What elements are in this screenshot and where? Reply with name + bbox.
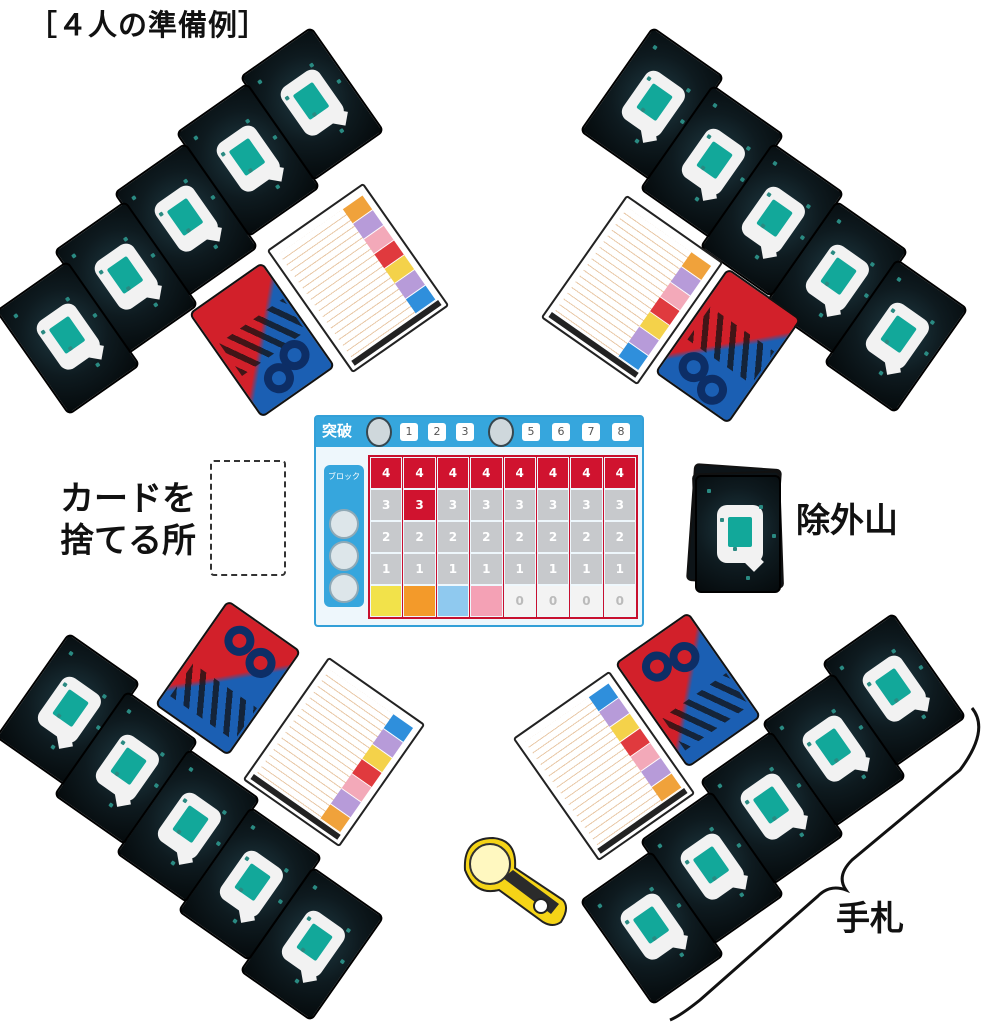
level-cell[interactable]: 2: [437, 522, 469, 552]
flashlight-icon[interactable]: [455, 830, 570, 930]
block-label: ブロック: [328, 472, 360, 481]
level-cell[interactable]: 2: [537, 522, 569, 552]
q-logo-icon: [212, 121, 284, 196]
board-title: 突破: [322, 422, 353, 440]
level-cell[interactable]: 4: [537, 458, 569, 488]
hand-label: 手札: [836, 899, 904, 939]
track-number: 2: [428, 423, 446, 441]
level-cell[interactable]: 1: [437, 554, 469, 584]
level-cell[interactable]: 4: [571, 458, 602, 488]
level-cell[interactable]: 3: [604, 490, 635, 520]
base-cell[interactable]: [371, 586, 402, 616]
track-number: 8: [612, 423, 630, 441]
hand-brace: [669, 707, 981, 1022]
board-header: 突破 1 2 3 5 6 7 8: [316, 417, 642, 447]
level-cell[interactable]: 1: [537, 554, 569, 584]
q-logo-icon: [215, 846, 287, 921]
q-logo-icon: [801, 240, 873, 315]
level-cell[interactable]: 4: [437, 458, 469, 488]
removed-pile-label: 除外山: [796, 501, 898, 541]
robot-icon: [488, 417, 514, 447]
discard-label-line1: カードを: [60, 479, 196, 519]
track-number: 6: [552, 423, 570, 441]
page-title: ［４人の準備例］: [28, 8, 269, 42]
level-cell[interactable]: 1: [571, 554, 602, 584]
base-cell[interactable]: [404, 586, 435, 616]
level-cell[interactable]: 3: [504, 490, 535, 520]
level-cell[interactable]: 1: [604, 554, 635, 584]
level-cell[interactable]: 4: [604, 458, 635, 488]
track-number: 5: [522, 423, 540, 441]
q-logo-icon: [276, 65, 348, 140]
removed-card[interactable]: [695, 475, 781, 593]
level-cell[interactable]: 2: [371, 522, 402, 552]
level-cell[interactable]: 2: [404, 522, 435, 552]
block-token[interactable]: [329, 573, 359, 603]
base-cell[interactable]: [437, 586, 469, 616]
level-cell[interactable]: 3: [404, 490, 435, 520]
level-cell[interactable]: 3: [437, 490, 469, 520]
level-cell[interactable]: 4: [471, 458, 502, 488]
block-token[interactable]: [329, 541, 359, 571]
discard-label: カードを 捨てる所: [60, 478, 196, 562]
track-number: 1: [400, 423, 418, 441]
level-cell[interactable]: 1: [404, 554, 435, 584]
robot-icon: [366, 417, 392, 447]
level-cell[interactable]: 1: [504, 554, 535, 584]
base-cell[interactable]: 0: [504, 586, 535, 616]
q-logo-icon: [717, 505, 763, 563]
q-logo-icon: [861, 298, 933, 373]
q-logo-icon: [150, 181, 222, 256]
track-number: 7: [582, 423, 600, 441]
q-logo-icon: [90, 239, 162, 314]
level-cell[interactable]: 3: [471, 490, 502, 520]
q-logo-icon: [617, 66, 689, 141]
block-panel: ブロック: [324, 465, 364, 607]
level-cell[interactable]: 3: [371, 490, 402, 520]
base-cell[interactable]: 0: [537, 586, 569, 616]
level-cell[interactable]: 2: [571, 522, 602, 552]
level-cell[interactable]: 1: [471, 554, 502, 584]
level-cell[interactable]: 2: [604, 522, 635, 552]
level-cell[interactable]: 2: [504, 522, 535, 552]
discard-label-line2: 捨てる所: [60, 521, 196, 561]
level-cell[interactable]: 3: [571, 490, 602, 520]
level-cell[interactable]: 4: [504, 458, 535, 488]
base-cell[interactable]: 0: [604, 586, 635, 616]
level-cell[interactable]: 2: [471, 522, 502, 552]
q-logo-icon: [277, 906, 349, 981]
level-cell[interactable]: 1: [371, 554, 402, 584]
track-number: 3: [456, 423, 474, 441]
level-cell[interactable]: 4: [371, 458, 402, 488]
q-logo-icon: [91, 730, 163, 805]
q-logo-icon: [153, 788, 225, 863]
level-cell[interactable]: 4: [404, 458, 435, 488]
base-cell[interactable]: 0: [571, 586, 602, 616]
base-cell[interactable]: [471, 586, 502, 616]
block-token[interactable]: [329, 509, 359, 539]
level-cell[interactable]: 3: [537, 490, 569, 520]
discard-zone[interactable]: [210, 460, 286, 576]
q-logo-icon: [32, 299, 104, 374]
q-logo-icon: [737, 182, 809, 257]
q-logo-icon: [677, 124, 749, 199]
